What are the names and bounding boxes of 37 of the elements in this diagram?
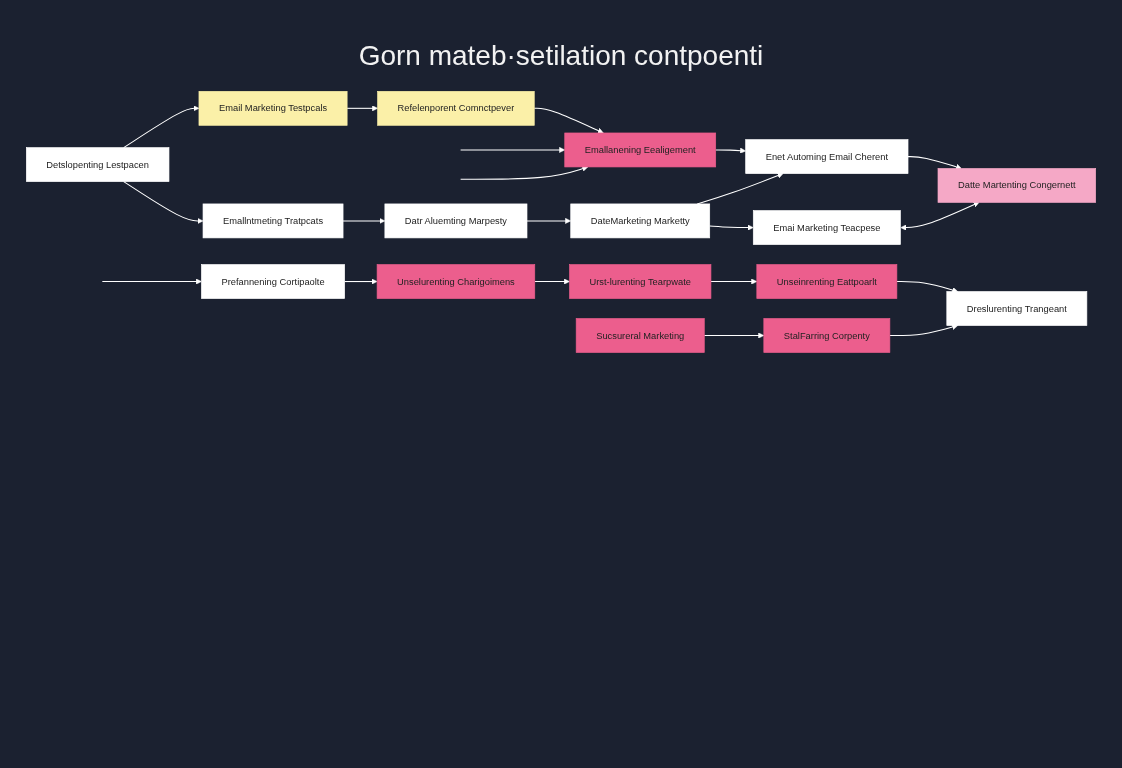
node-box: Emallntmeting Tratpcats — [202, 203, 344, 239]
arrow — [709, 224, 754, 231]
node-box: Prefannening Cortipaolte — [201, 264, 345, 299]
node-box: Emallanening Eealigement — [564, 132, 717, 168]
arrow — [900, 201, 980, 231]
arrow — [533, 107, 604, 134]
node-box: Refelenporent Comnctpever — [377, 91, 535, 126]
diagram-title: Gorn mateb·setilation contpoenti — [358, 40, 764, 72]
node-box: Datte Martenting Congernett — [937, 168, 1096, 203]
arrow — [715, 147, 746, 154]
arrow — [460, 147, 565, 153]
node-box: Datr Aluemting Marpesty — [384, 203, 528, 239]
node-box: Unseinrenting Eattpoarlt — [756, 264, 898, 299]
node-box: Sucsureral Marketing — [575, 318, 705, 353]
node-box: Dreslurenting Trangeant — [946, 291, 1088, 326]
node-box: Email Marketing Testpcals — [198, 91, 348, 126]
arrow — [342, 218, 386, 224]
arrow — [534, 278, 570, 285]
node-box: StalFarring Corpenty — [763, 318, 891, 353]
arrow — [896, 281, 958, 293]
arrow — [123, 105, 200, 149]
arrow — [710, 278, 758, 285]
arrow — [907, 156, 962, 170]
arrow — [526, 218, 571, 224]
arrow — [123, 181, 204, 224]
arrow — [460, 165, 589, 180]
node-box: Detslopenting Lestpacen — [26, 147, 170, 182]
arrow — [889, 324, 958, 337]
arrow — [703, 332, 765, 339]
arrow — [101, 278, 202, 285]
node-box: Enet Automing Email Cherent — [745, 139, 909, 174]
node-box: Unselurenting Charigoimens — [376, 264, 536, 299]
node-box: DateMarketing Marketty — [570, 203, 711, 239]
arrow — [344, 278, 378, 285]
node-box: Urst-lurenting Tearpwate — [569, 264, 712, 299]
arrow — [346, 105, 378, 112]
node-box: Emai Marketing Teacpese — [752, 210, 901, 245]
